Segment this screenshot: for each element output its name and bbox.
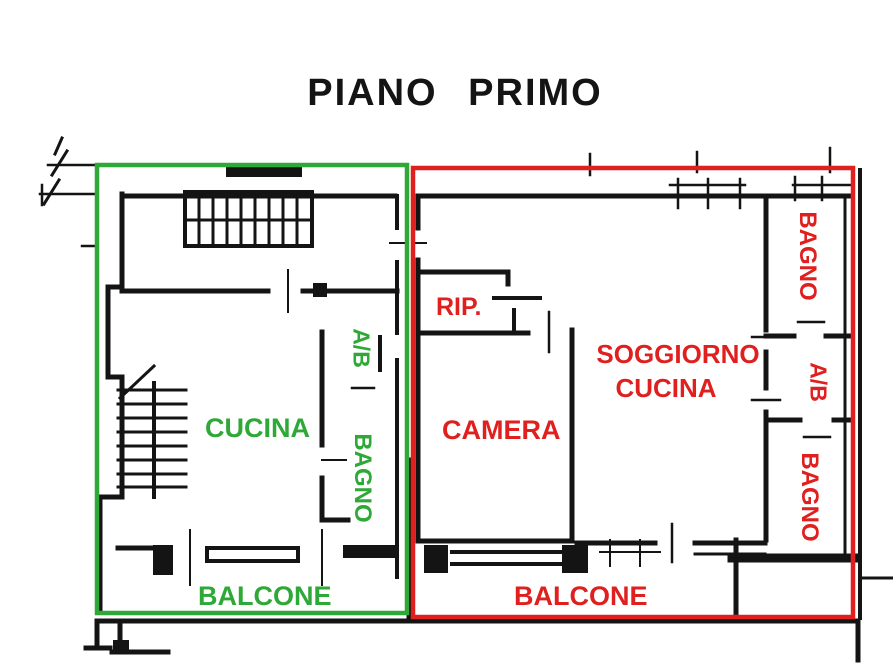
unit-b-outline — [410, 165, 856, 620]
room-label-soggiorno-line1: SOGGIORNO — [596, 339, 760, 369]
room-label-bagno-red-bottom: BAGNO — [796, 452, 823, 542]
dimension-ticks — [38, 136, 98, 248]
unit-a-balcony-sill — [115, 529, 399, 586]
room-label-balcone-green: BALCONE — [198, 581, 332, 611]
rip-room-walls — [415, 269, 542, 336]
plan-linework — [38, 136, 893, 663]
unit-a-bath-partition — [319, 329, 382, 523]
room-label-camera: CAMERA — [442, 415, 561, 445]
room-label-balcone-red: BALCONE — [514, 581, 648, 611]
right-outer-wall — [843, 168, 893, 663]
camera-room-walls — [415, 310, 575, 544]
room-label-rip: RIP. — [436, 293, 482, 321]
room-label-ab-green: A/B — [348, 328, 375, 368]
room-label-cucina-green: CUCINA — [205, 413, 310, 443]
unit-b-bath-strip-walls — [727, 193, 861, 621]
unit-b-balcony-sill — [424, 522, 768, 573]
staircase-left-icon — [116, 363, 188, 499]
unit-a-outline — [94, 162, 410, 616]
room-label-bagno-green: BAGNO — [349, 433, 376, 523]
unit-b-top-wall — [415, 146, 855, 210]
stair-hall-wall — [119, 269, 400, 313]
room-label-bagno-red-top: BAGNO — [794, 211, 821, 301]
room-label-soggiorno-line2: CUCINA — [615, 373, 717, 403]
bottom-left-stubs — [83, 618, 171, 655]
unit-a-walls — [97, 191, 399, 615]
page-title: PIANO PRIMO — [307, 72, 603, 114]
staircase-top-icon — [183, 167, 314, 248]
room-label-ab-red: A/B — [805, 362, 832, 402]
